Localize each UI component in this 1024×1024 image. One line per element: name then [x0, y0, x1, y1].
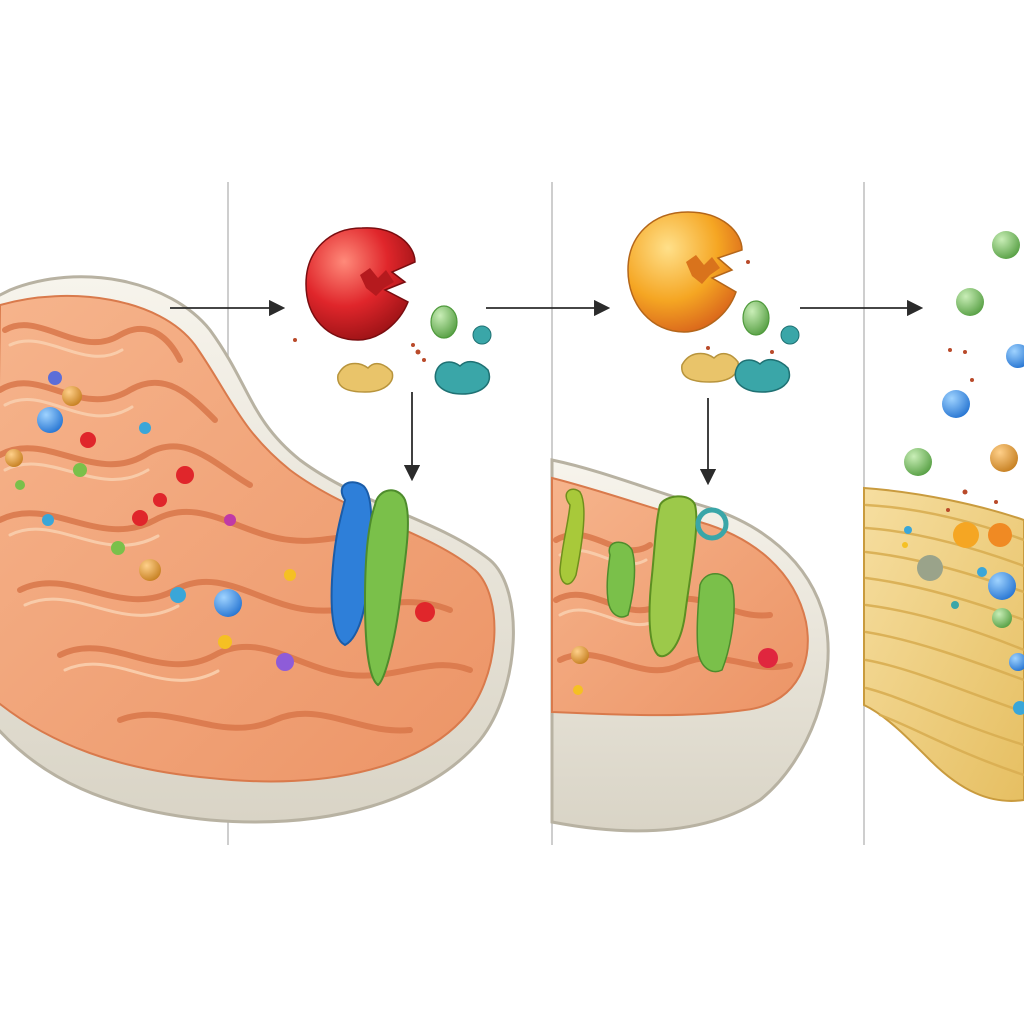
- molecule-fragment-icon: [293, 305, 492, 395]
- molecule-dots: [902, 231, 1024, 715]
- enzyme-icon: [627, 211, 743, 333]
- molecule-dots: [571, 646, 778, 695]
- molecule-fragment-icon: [681, 260, 800, 393]
- protein-ring: [695, 507, 729, 541]
- enzyme-icon: [305, 227, 416, 341]
- degraded-membrane: [863, 486, 1024, 802]
- inner-membrane: [0, 295, 496, 783]
- membrane-protein-icon: [330, 481, 409, 687]
- mitochondrion-icon: [0, 275, 515, 824]
- membrane-protein-icon: [559, 488, 735, 673]
- molecule-dots: [5, 371, 435, 671]
